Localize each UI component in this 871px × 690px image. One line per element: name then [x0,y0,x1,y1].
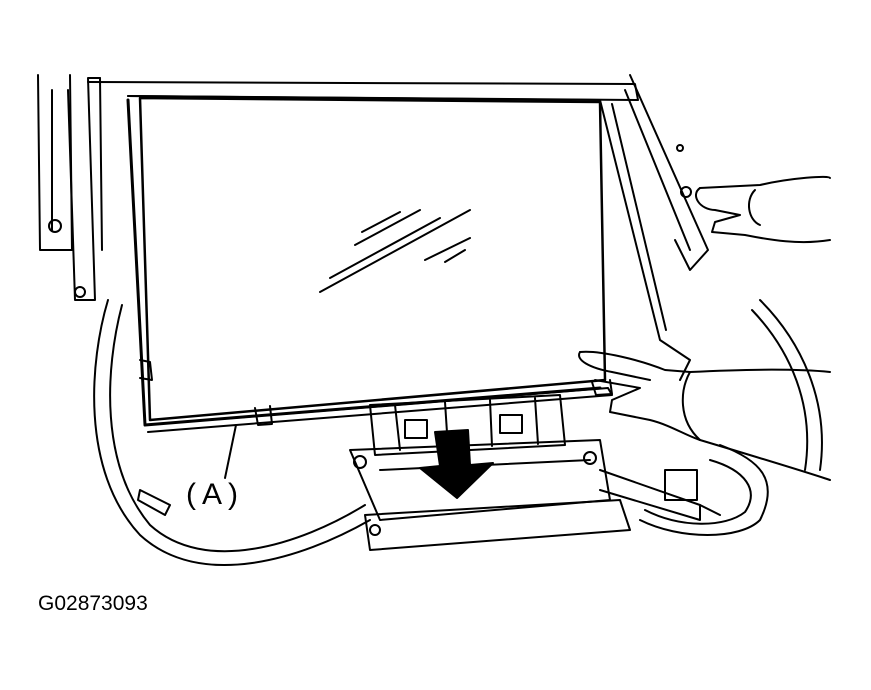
seal-strip [139,359,613,433]
upper-right-hand [695,175,831,244]
lower-right-hand [578,350,831,481]
down-arrow [419,429,494,499]
sunroof-frame [37,74,823,566]
figure-id: G02873093 [38,592,148,615]
glass-panel [126,96,607,427]
callout-label-a: (A) [186,478,244,511]
callout-leader-line [224,424,237,479]
drive-motor [349,394,721,551]
